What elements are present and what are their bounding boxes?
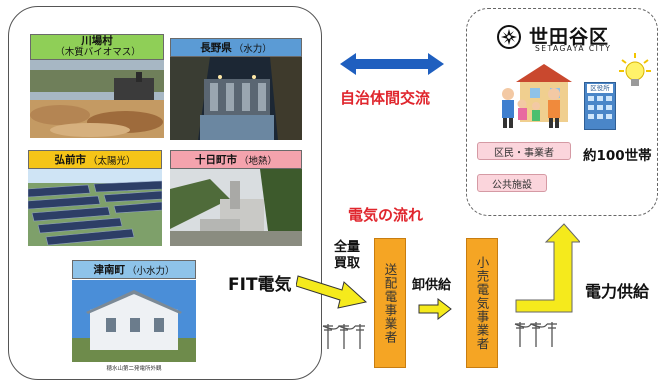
city-office-building-icon: 区役所 [584,82,616,130]
tsunan-caption: 穂水山第二発電所外観 [106,366,162,372]
retail-operator-box: 小売電気事業者 [466,238,498,368]
wholesale-arrow [418,298,452,320]
fit-arrow [296,275,368,309]
tokamachi-geothermal-photo [170,169,302,246]
source-tsunan-name: 津南町 [93,264,125,276]
power-line-icon [322,324,365,349]
purchase-label: 全量 買取 [334,240,361,271]
public-facilities-box: 公共施設 [477,174,547,192]
source-tokamachi: 十日町市 （地熱） [170,150,302,246]
source-kawaba-label: 川場村 （木質バイオマス） [30,34,164,60]
source-nagano-label: 長野県 （水力） [170,38,302,57]
exchange-double-arrow [340,53,444,75]
source-hirosaki-name: 弘前市 [54,154,86,166]
source-tokamachi-type: （地熱） [238,155,277,167]
households-count: 約100世帯 [583,148,652,164]
kawaba-biomass-photo [30,60,164,138]
source-nagano-name: 長野県 [200,42,232,54]
transmission-operator-box: 送配電事業者 [374,238,406,368]
source-kawaba: 川場村 （木質バイオマス） [30,34,164,138]
hirosaki-solar-photo [28,169,162,246]
source-tokamachi-label: 十日町市 （地熱） [170,150,302,169]
family-house-illustration [502,64,572,128]
supply-arrow [515,223,580,313]
source-hirosaki: 弘前市 （太陽光） [28,150,162,246]
source-tokamachi-name: 十日町市 [194,154,237,166]
source-kawaba-type: （木質バイオマス） [55,47,141,58]
source-nagano: 長野県 （水力） [170,38,302,140]
source-hirosaki-type: （太陽光） [87,155,136,167]
exchange-label: 自治体間交流 [340,89,431,107]
tsunan-hydro-photo [72,280,196,362]
source-tsunan: 津南町 （小水力） 穂水山第二発電所外観 [72,260,196,374]
source-tsunan-label: 津南町 （小水力） [72,260,196,279]
lightbulb-icon [619,53,651,86]
fit-electricity-label: FIT電気 [228,275,292,295]
source-hirosaki-label: 弘前市 （太陽光） [28,150,162,169]
source-kawaba-name: 川場村 [81,35,113,47]
source-nagano-type: （水力） [233,43,272,55]
flow-label: 電気の流れ [348,206,424,224]
power-supply-label: 電力供給 [585,282,650,301]
setagaya-logo-icon [497,25,521,49]
setagaya-name: 世田谷区 [529,26,610,48]
nagano-hydro-photo [170,57,302,140]
source-tsunan-type: （小水力） [126,265,175,277]
residents-box: 区民・事業者 [477,142,571,160]
power-line-icon-2 [514,322,557,347]
setagaya-name-en: SETAGAYA CITY [535,44,612,53]
wholesale-label: 卸供給 [412,278,452,293]
office-sign: 区役所 [587,84,613,93]
